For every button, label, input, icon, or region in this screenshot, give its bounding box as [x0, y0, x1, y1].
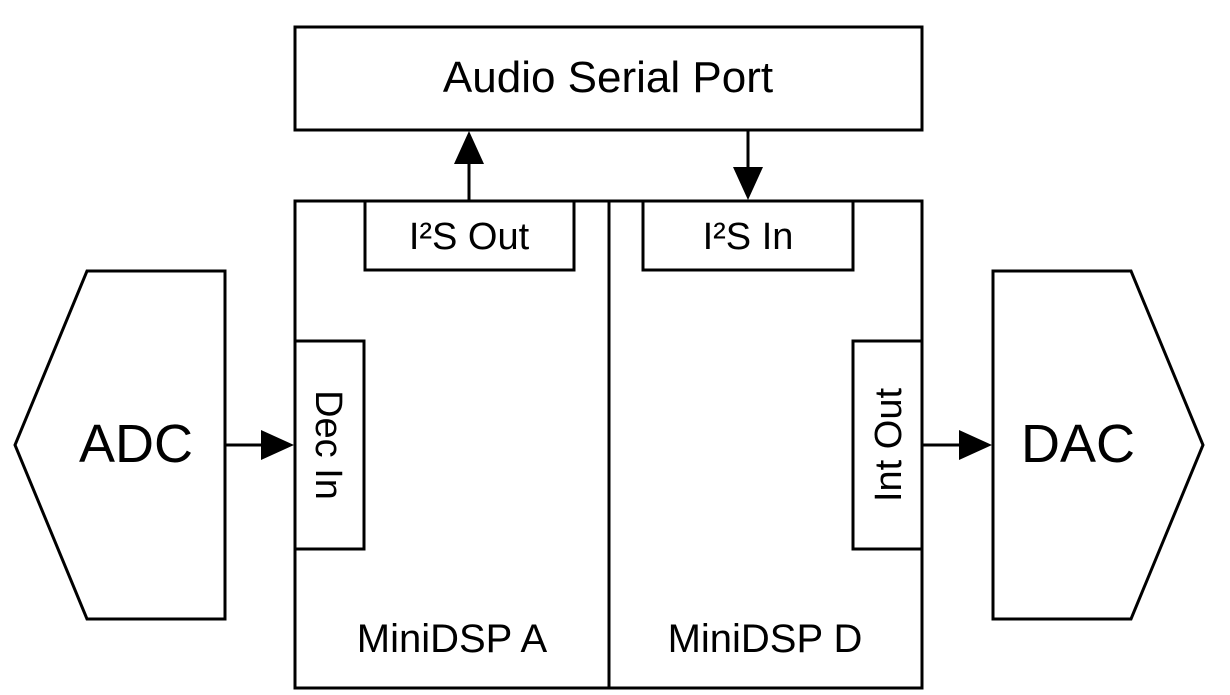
minidsp-a-label: MiniDSP A: [357, 617, 548, 661]
dec-in-port: Dec In: [293, 339, 366, 551]
int-out-port: Int Out: [851, 339, 924, 551]
arrow-adc-to-dec-in: [225, 430, 294, 460]
i2s-in-label: I²S In: [703, 216, 794, 258]
int-out-label: Int Out: [868, 388, 910, 502]
minidsp-d-label: MiniDSP D: [668, 617, 863, 661]
adc-block: ADC: [13, 269, 227, 621]
i2s-out-label: I²S Out: [409, 216, 530, 258]
adc-label: ADC: [79, 414, 193, 474]
arrow-i2s-out-to-serial-port: [454, 131, 484, 201]
serial-port-block: Audio Serial Port: [293, 25, 924, 132]
dac-block: DAC: [991, 269, 1205, 621]
dac-label: DAC: [1021, 414, 1135, 474]
dec-in-label: Dec In: [307, 390, 349, 500]
serial-port-label: Audio Serial Port: [443, 53, 773, 102]
i2s-out-port: I²S Out: [363, 199, 576, 272]
arrow-serial-port-to-i2s-in: [733, 130, 763, 200]
minidsp-d-block: MiniDSP D: [607, 199, 924, 690]
i2s-in-port: I²S In: [641, 199, 855, 272]
arrow-int-out-to-dac: [922, 430, 992, 460]
